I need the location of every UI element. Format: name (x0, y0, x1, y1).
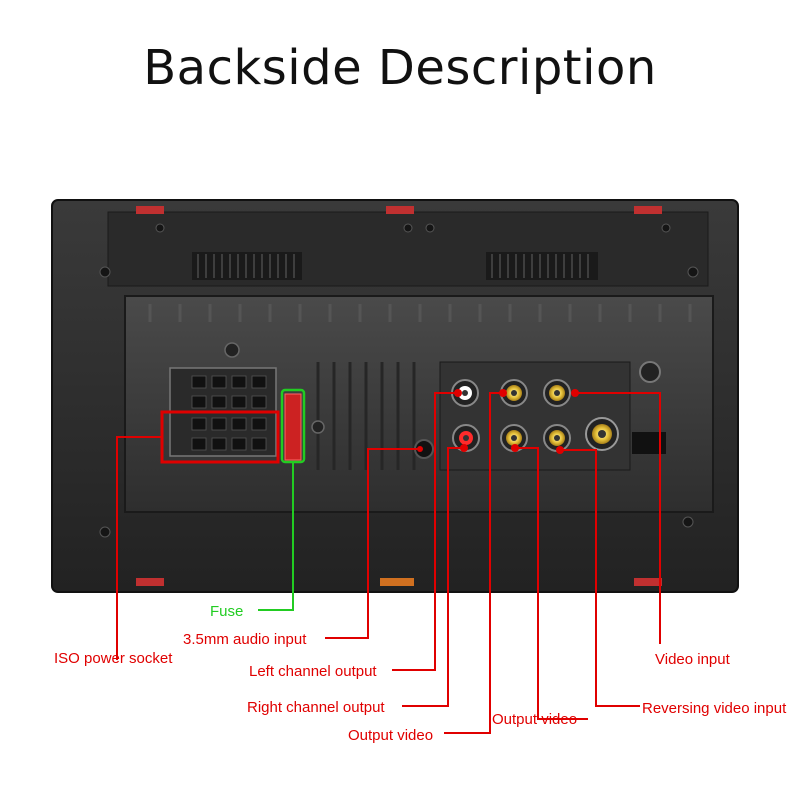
reversing-video-label: Reversing video input (642, 700, 787, 717)
output-video-label-1: Output video (348, 727, 433, 744)
rca-block (439, 361, 631, 471)
right-channel-label: Right channel output (247, 699, 385, 716)
audio-input-label: 3.5mm audio input (183, 631, 307, 648)
page-title: Backside Description (143, 40, 657, 96)
left-channel-label: Left channel output (249, 663, 377, 680)
leader-lines (116, 392, 661, 734)
fuse (280, 388, 306, 464)
iso-power-label: ISO power socket (54, 650, 173, 667)
iso-power-socket (160, 367, 280, 464)
video-input-label: Video input (655, 651, 731, 668)
fuse-label: Fuse (210, 603, 243, 620)
output-video-label-2: Output video (492, 711, 577, 728)
leader-dots (417, 389, 579, 454)
